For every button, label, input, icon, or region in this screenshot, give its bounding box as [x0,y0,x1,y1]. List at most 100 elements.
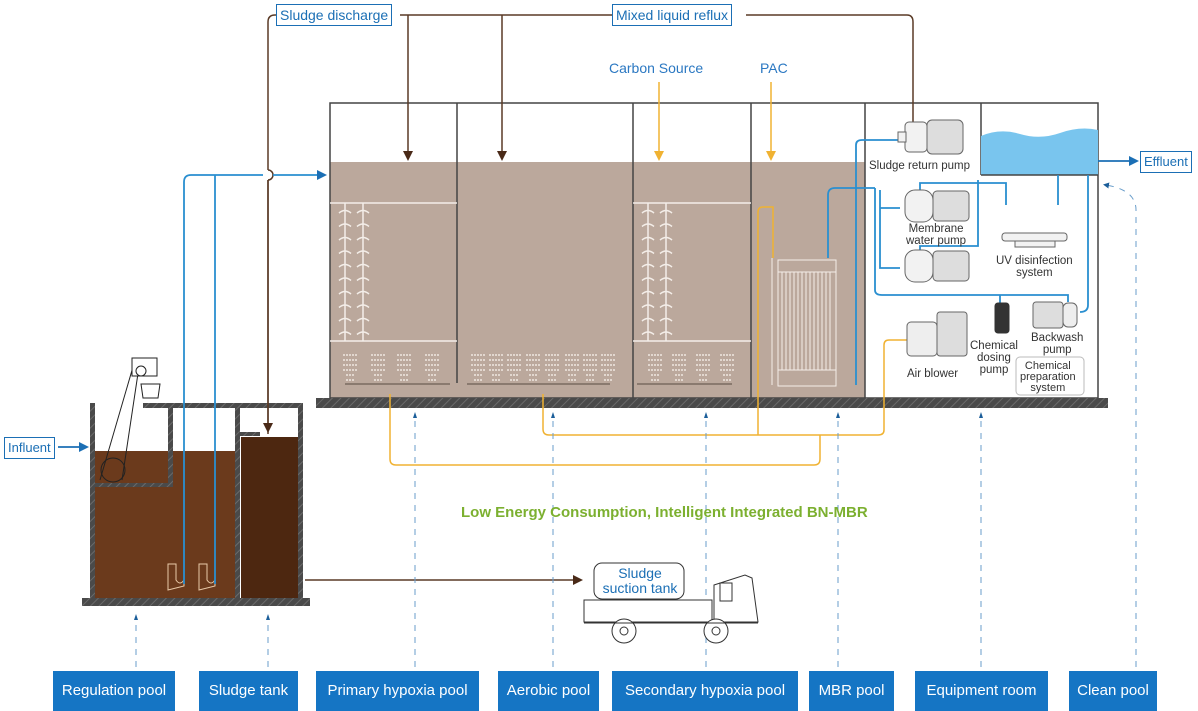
bubble [471,354,473,356]
bubble [529,364,531,366]
influent-label: Influent [4,437,55,459]
bubble [651,364,653,366]
bubble [723,359,725,361]
bubble [708,359,710,361]
leader-arrow [979,412,983,418]
pool-button-equipment-room[interactable]: Equipment room [915,671,1048,711]
leader-arrow [413,412,417,418]
bubble [437,359,439,361]
bubble [548,354,550,356]
bubble [425,369,427,371]
bubble [431,354,433,356]
media-disc [338,304,352,309]
pool-button-clean[interactable]: Clean pool [1069,671,1157,711]
bubble [592,379,594,381]
bubble [648,354,650,356]
bubble [592,374,594,376]
chemical-preparation-label: Chemical preparation system [1020,360,1076,394]
bubble [577,364,579,366]
bubble [513,359,515,361]
bubble [726,364,728,366]
bubble [529,374,531,376]
bubble [702,379,704,381]
bubble [726,369,728,371]
bubble [492,379,494,381]
media-disc [641,290,655,295]
bubble [705,379,707,381]
bubble [352,374,354,376]
bubble [377,364,379,366]
bubble [431,379,433,381]
bubble [672,369,674,371]
bubble [729,374,731,376]
bubble [660,369,662,371]
air-blower-label: Air blower [907,368,959,380]
bubble [529,354,531,356]
bubble [437,369,439,371]
bubble [678,374,680,376]
bubble [535,354,537,356]
bubble [672,354,674,356]
bubble [434,379,436,381]
bubble [705,354,707,356]
bubble [705,364,707,366]
bubble [660,359,662,361]
bubble [565,369,567,371]
pool-button-primary-hypoxia[interactable]: Primary hypoxia pool [316,671,479,711]
bubble [702,364,704,366]
bubble [519,364,521,366]
sludge-return-pump-icon [897,119,964,155]
bubble [708,364,710,366]
bubble [483,359,485,361]
bubble [529,369,531,371]
bubble [477,374,479,376]
bubble [699,364,701,366]
bubble [568,364,570,366]
bubble [592,354,594,356]
bubble [343,354,345,356]
bubble [492,364,494,366]
bubble [592,359,594,361]
bubble [604,379,606,381]
bubble [501,364,503,366]
sludge-tank-liquid [241,437,298,598]
bubble [699,359,701,361]
bubble [568,374,570,376]
bubble [681,379,683,381]
bubble [729,369,731,371]
bubble [431,359,433,361]
bubble [377,379,379,381]
pool-button-secondary-hypoxia[interactable]: Secondary hypoxia pool [612,671,798,711]
bubble [699,374,701,376]
bubble [595,359,597,361]
pool-button-mbr[interactable]: MBR pool [809,671,894,711]
bubble [477,369,479,371]
bubble [538,364,540,366]
bubble [480,379,482,381]
leader-arrow [704,412,708,418]
bubble [723,354,725,356]
bubble [400,354,402,356]
bubble [729,359,731,361]
bubble [516,364,518,366]
bubble [535,369,537,371]
sludge-discharge-label: Sludge discharge [276,4,393,26]
bubble [474,364,476,366]
media-disc [659,331,673,336]
chemical-dosing-pump-icon [994,302,1010,334]
bubble [551,359,553,361]
bubble [480,369,482,371]
bubble [607,369,609,371]
bubble [607,379,609,381]
pool-button-sludge-tank[interactable]: Sludge tank [199,671,298,711]
bubble [557,354,559,356]
media-disc [641,331,655,336]
bubble [538,359,540,361]
bubble [684,364,686,366]
pool-button-aerobic[interactable]: Aerobic pool [498,671,599,711]
bubble [583,364,585,366]
bubble [554,359,556,361]
bubble [699,379,701,381]
mixed-liquid-reflux-label: Mixed liquid reflux [612,4,733,26]
pool-button-regulation[interactable]: Regulation pool [53,671,175,711]
